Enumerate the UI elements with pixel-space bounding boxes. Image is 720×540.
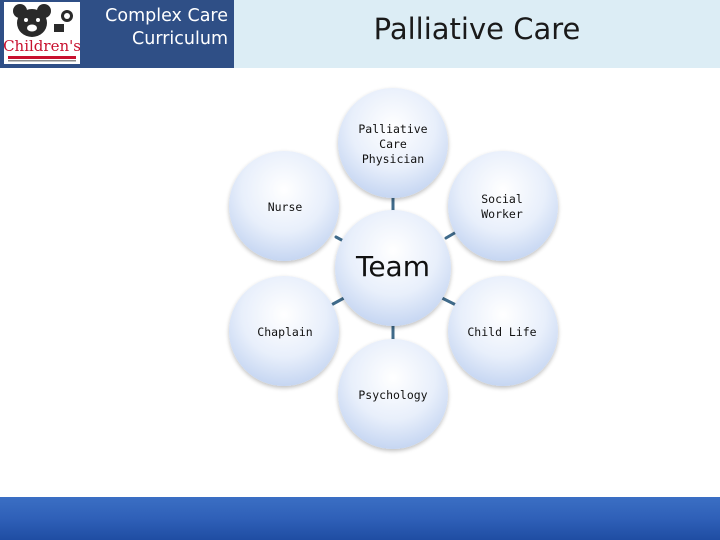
connector-child-life xyxy=(440,296,458,307)
bear-logo-icon: Children's xyxy=(4,4,80,62)
node-psychology-label: Psychology xyxy=(358,388,428,402)
node-chaplain-label: Chaplain xyxy=(257,325,313,339)
node-nurse-label: Nurse xyxy=(267,200,303,214)
childrens-logo: Children's xyxy=(4,2,80,64)
node-social-worker-label: Social Worker xyxy=(481,192,523,221)
connector-chaplain xyxy=(331,296,346,306)
brand-line-2: Curriculum xyxy=(132,29,228,49)
brand-title: Complex Care Curriculum xyxy=(82,5,228,51)
node-physician-label: Palliative Care Physician xyxy=(358,122,428,166)
brand-line-1: Complex Care xyxy=(105,6,228,26)
page-title: Palliative Care xyxy=(373,12,581,46)
footer-band xyxy=(0,497,720,540)
svg-text:Children's: Children's xyxy=(4,37,80,55)
node-psychology-circle xyxy=(338,339,448,449)
brand-box: Children's Complex Care Curriculum xyxy=(0,0,234,68)
node-physician-circle xyxy=(338,88,448,198)
node-child-life-circle xyxy=(448,276,558,386)
center-team-label: Team xyxy=(355,250,430,283)
node-nurse-circle xyxy=(229,151,339,261)
node-child-life-label: Child Life xyxy=(467,325,537,339)
center-team-circle xyxy=(335,210,451,326)
node-social-worker-circle xyxy=(448,151,558,261)
node-chaplain-circle xyxy=(229,276,339,386)
